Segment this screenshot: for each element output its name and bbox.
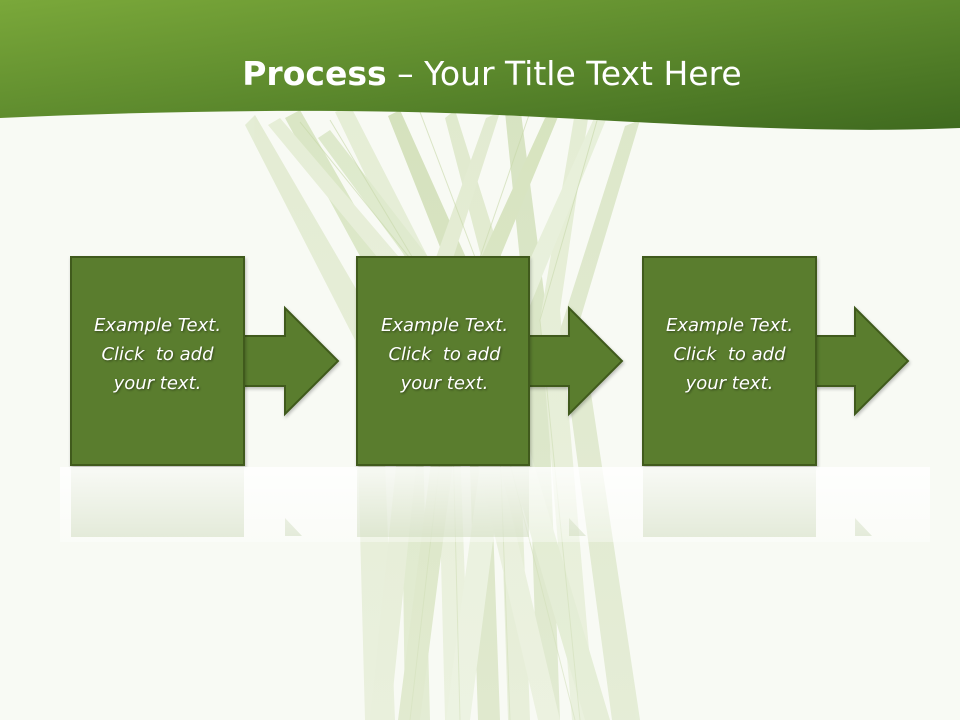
header-band: [0, 0, 960, 130]
step-box: [356, 256, 530, 466]
step-text-line: Click to add: [101, 344, 214, 365]
step-text-line: your text.: [113, 373, 202, 394]
reflection-fade: [60, 467, 930, 542]
step-3-text[interactable]: Example Text. Click to add your text.: [642, 311, 817, 398]
step-box: [642, 256, 817, 466]
step-text-line: your text.: [685, 373, 774, 394]
step-text-line: Example Text.: [665, 315, 794, 336]
title-rest: – Your Title Text Here: [386, 54, 742, 93]
step-text-line: Example Text.: [93, 315, 222, 336]
step-text-line: your text.: [400, 373, 489, 394]
step-text-line: Click to add: [673, 344, 786, 365]
right-arrow-icon: [229, 305, 340, 417]
step-box: [70, 256, 245, 466]
step-2-text[interactable]: Example Text. Click to add your text.: [357, 311, 532, 398]
step-text-line: Click to add: [388, 344, 501, 365]
step-1-text[interactable]: Example Text. Click to add your text.: [70, 311, 245, 398]
page-title: Process – Your Title Text Here: [0, 50, 960, 98]
step-text-line: Example Text.: [380, 315, 509, 336]
title-bold: Process: [242, 54, 387, 93]
